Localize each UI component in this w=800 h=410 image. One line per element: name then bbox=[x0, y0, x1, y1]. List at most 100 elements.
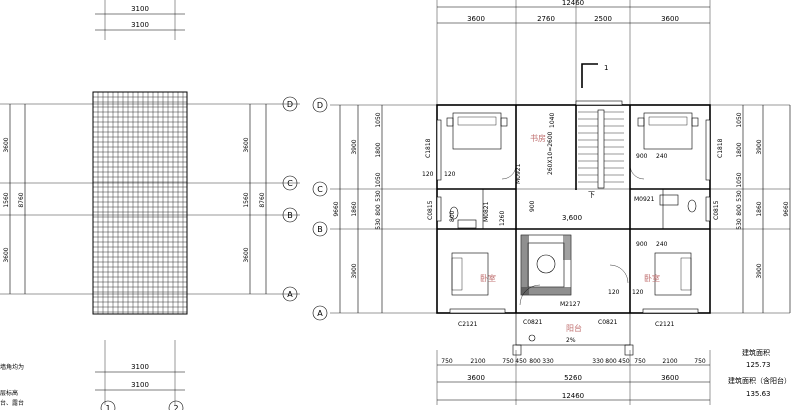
d1260: 1260 bbox=[499, 211, 506, 226]
top-dim-3: 2500 bbox=[594, 15, 612, 23]
d900c: 900 bbox=[529, 200, 536, 212]
top-total: 12460 bbox=[562, 0, 584, 7]
d900b: 900 bbox=[636, 241, 648, 248]
note-3: 台、露台 bbox=[0, 399, 24, 407]
right-inner-1: 1050 bbox=[736, 112, 743, 127]
tag-m2127: M2127 bbox=[560, 301, 581, 308]
left-axis-d: D bbox=[287, 100, 293, 109]
tag-c0815-l: C0815 bbox=[427, 200, 434, 220]
left-side-dim-c: 3600 bbox=[3, 247, 10, 262]
bd1-6: 330 bbox=[592, 358, 604, 365]
left-axis-c: C bbox=[287, 179, 293, 188]
left-axis-2: 2 bbox=[173, 404, 178, 410]
d120d: 120 bbox=[632, 289, 644, 296]
right-plan: 12460 3600 2760 2500 3600 1 D C B A 9660… bbox=[312, 0, 791, 405]
right-total: 9660 bbox=[783, 201, 790, 216]
bd2-2: 3600 bbox=[661, 374, 679, 382]
left-bottom-dim-1: 3100 bbox=[131, 363, 149, 371]
bd1-4: 800 bbox=[529, 358, 541, 365]
d240b: 240 bbox=[656, 241, 668, 248]
right-inner-6: 530 bbox=[736, 218, 743, 230]
left-inner-3: 1050 bbox=[375, 172, 382, 187]
tag-c1818-r: C1818 bbox=[717, 138, 724, 158]
bd1-10: 2100 bbox=[662, 358, 677, 365]
left-inner-5: 800 bbox=[375, 204, 382, 216]
bd1-2: 750 bbox=[502, 358, 514, 365]
label-stair-dim: 260X10=2600 bbox=[547, 131, 554, 175]
tag-c2121-l: C2121 bbox=[458, 321, 478, 328]
right-outer-1: 3900 bbox=[756, 139, 763, 154]
d120a: 120 bbox=[422, 171, 434, 178]
area-value-2: 135.63 bbox=[746, 390, 771, 398]
section-mark: 1 bbox=[604, 64, 608, 72]
bd1-8: 450 bbox=[618, 358, 630, 365]
top-dim-4: 3600 bbox=[661, 15, 679, 23]
top-dim-2: 2760 bbox=[537, 15, 555, 23]
left-outer-3: 3900 bbox=[351, 263, 358, 278]
bd1-5: 330 bbox=[542, 358, 554, 365]
bd1-9: 750 bbox=[634, 358, 646, 365]
left-plan: 3100 3100 3600 1560 3600 3600 1560 3600 … bbox=[0, 0, 300, 410]
right-inner-4: 530 bbox=[736, 190, 743, 202]
left-side-total: 8760 bbox=[18, 192, 25, 207]
left-outer-1: 3900 bbox=[351, 139, 358, 154]
bd1-11: 750 bbox=[694, 358, 706, 365]
left-rside-dim-c: 3600 bbox=[243, 247, 250, 262]
left-top-dim-2: 3100 bbox=[131, 21, 149, 29]
d240a: 240 bbox=[656, 153, 668, 160]
left-outer-2: 1860 bbox=[351, 201, 358, 216]
bd1-0: 750 bbox=[441, 358, 453, 365]
left-total: 9660 bbox=[333, 201, 340, 216]
left-inner-6: 530 bbox=[375, 218, 382, 230]
left-axis-b: B bbox=[287, 211, 293, 220]
label-study: 书房 bbox=[530, 133, 546, 143]
note-1: 墙角均为 bbox=[0, 363, 24, 371]
axis-c: C bbox=[317, 185, 323, 194]
right-outer-2: 1860 bbox=[756, 201, 763, 216]
left-bottom-dim-2: 3100 bbox=[131, 381, 149, 389]
bd2-1: 5260 bbox=[564, 374, 582, 382]
left-axis-a: A bbox=[287, 290, 293, 299]
stair bbox=[578, 109, 624, 189]
tag-c2121-r: C2121 bbox=[655, 321, 675, 328]
left-rside-total: 8760 bbox=[259, 192, 266, 207]
bd1-1: 2100 bbox=[470, 358, 485, 365]
bd1-7: 800 bbox=[605, 358, 617, 365]
left-inner-1: 1050 bbox=[375, 112, 382, 127]
label-balcony: 阳台 bbox=[566, 323, 582, 333]
d120c: 120 bbox=[608, 289, 620, 296]
tag-c0815-r: C0815 bbox=[713, 200, 720, 220]
bottom-dims-row1: 750 2100 750 450 800 330 330 800 450 750… bbox=[441, 358, 706, 365]
tag-c0821-2: C0821 bbox=[598, 319, 618, 326]
left-rside-dim-a: 3600 bbox=[243, 137, 250, 152]
left-inner-4: 530 bbox=[375, 190, 382, 202]
right-inner-2: 1800 bbox=[736, 142, 743, 157]
left-side-dim-a: 3600 bbox=[3, 137, 10, 152]
bd1-3: 450 bbox=[515, 358, 527, 365]
label-slope: 2% bbox=[566, 337, 576, 344]
label-stair-down: 下 bbox=[588, 191, 595, 199]
left-top-dim-1: 3100 bbox=[131, 5, 149, 13]
roof-hatch bbox=[92, 91, 187, 314]
tag-m0821-l: M0821 bbox=[483, 201, 490, 222]
d120b: 120 bbox=[444, 171, 456, 178]
d900a: 900 bbox=[636, 153, 648, 160]
top-dim-1: 3600 bbox=[467, 15, 485, 23]
left-inner-2: 1800 bbox=[375, 142, 382, 157]
label-1040: 1040 bbox=[549, 113, 556, 128]
axis-d: D bbox=[317, 101, 323, 110]
right-outer-3: 3900 bbox=[756, 263, 763, 278]
tag-c0821-1: C0821 bbox=[523, 319, 543, 326]
right-inner-3: 1050 bbox=[736, 172, 743, 187]
area-label-2: 建筑面积（含阳台） bbox=[728, 376, 791, 385]
left-axis-1: 1 bbox=[105, 404, 110, 410]
bottom-total: 12460 bbox=[562, 392, 584, 400]
right-inner-5: 800 bbox=[736, 204, 743, 216]
label-bedroom-left: 卧室 bbox=[480, 273, 496, 283]
axis-b: B bbox=[317, 225, 323, 234]
area-value: 125.73 bbox=[746, 361, 771, 369]
area-label: 建筑面积 bbox=[742, 348, 770, 357]
axis-a: A bbox=[317, 309, 323, 318]
